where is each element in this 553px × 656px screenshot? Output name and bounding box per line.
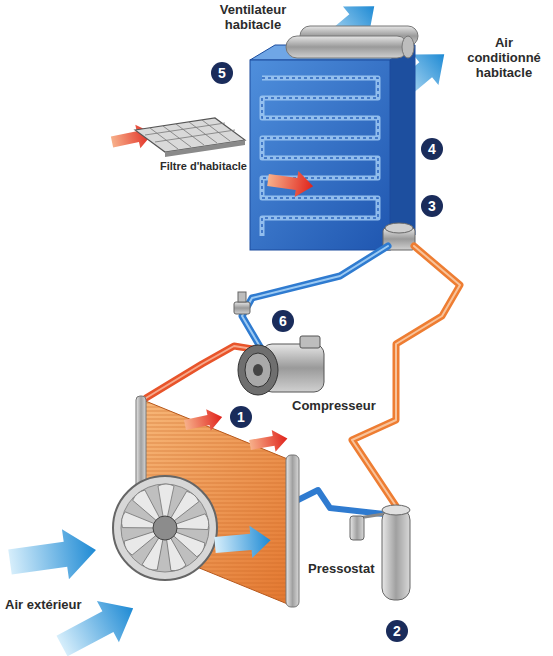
cabin-filter [109,118,315,199]
condenser-fan [113,476,217,580]
outside-air-arrows [6,524,272,656]
part-label: Ventilateur habitacle [198,3,308,33]
pressure-switch [350,514,384,540]
part-label: Air extérieur [5,598,100,613]
cabin-blower [286,26,418,58]
part-label: Compresseur [292,399,387,414]
part-label: Air conditionné habitacle [458,36,550,81]
callout-number: 6 [272,310,294,332]
evaporator [250,45,415,250]
part-label: Pressostat [308,562,380,577]
compressor [238,336,324,395]
service-valve [234,292,250,314]
callout-number: 1 [230,406,252,428]
callout-number: 5 [211,62,233,84]
callout-number: 2 [386,620,408,642]
receiver-drier [382,505,410,600]
callout-number: 4 [421,138,443,160]
callout-number: 3 [421,195,443,217]
part-label: Filtre d'habitacle [160,160,270,173]
